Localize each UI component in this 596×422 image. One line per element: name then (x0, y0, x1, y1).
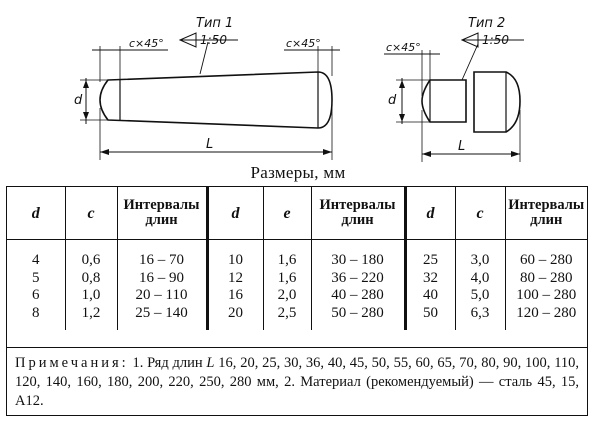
table-cell: 25 – 140 (117, 304, 209, 330)
type2-dim-L-label: L (458, 139, 465, 154)
table-cell: 20 (207, 304, 264, 330)
table-cell: 16 (207, 287, 264, 305)
table-cell: 0,6 (65, 239, 118, 270)
table-cell: 5,0 (455, 287, 506, 305)
table-row: 6 1,0 20 – 110 16 2,0 40 – 280 40 5,0 10… (7, 287, 587, 305)
table-cell: 5 (7, 269, 66, 287)
type2-pin-left-part (421, 79, 467, 123)
table-cell: 100 – 280 (516, 287, 577, 304)
type2-label: Тип 2 (468, 16, 505, 31)
column-header: Интервалы длин (117, 187, 209, 240)
table-cell: 20 – 110 (117, 287, 209, 305)
table-cell: 3,0 (455, 239, 506, 270)
notes-section: Примечания: 1. Ряд длин L 16, 20, 25, 30… (7, 347, 587, 415)
type1-taper-label: 1:50 (200, 33, 227, 47)
table-row: 4 0,6 16 – 70 10 1,6 30 – 180 25 3,0 60 … (7, 239, 587, 270)
table-cell: 1,0 (65, 287, 118, 305)
table-cell: 50 (405, 304, 456, 330)
column-header: d (7, 187, 66, 240)
table-cell: 50 – 280 (311, 304, 407, 330)
table-cell: 2,5 (263, 304, 312, 330)
table-row: 8 1,2 25 – 140 20 2,5 50 – 280 50 6,3 12… (7, 304, 587, 330)
table-cell: 40 (405, 287, 456, 305)
table-cell: 40 – 280 (311, 287, 407, 305)
notes-item1-values: 16, 20, 25, 30, 36, 40, 45, 50, 55, 60, … (15, 355, 580, 390)
table-cell: 2,0 (263, 287, 312, 305)
table-cell: 60 – 280 (520, 252, 573, 269)
type2-dim-d-label: d (388, 93, 397, 108)
table-cell: 1,6 (263, 239, 312, 270)
table-cell: 1,2 (65, 304, 118, 330)
type2-taper-label: 1:50 (482, 33, 509, 47)
column-header: e (263, 187, 312, 240)
table-cell: 6 (7, 287, 66, 305)
table-cell: 12 (207, 269, 264, 287)
notes-item1-symbol: L (206, 355, 215, 371)
table-cell: 25 (405, 239, 456, 270)
table-cell: 120 – 280 (516, 304, 577, 321)
type1-dim-L-label: L (206, 137, 213, 152)
table-cell: 0,8 (65, 269, 118, 287)
column-header: d (405, 187, 456, 240)
table-header-row: d c Интервалы длин d e Интервалы длин d … (7, 187, 587, 240)
notes-item2: 2. Материал (рекомендуемый) — сталь 45, … (15, 374, 580, 409)
table-cell: 4 (7, 239, 66, 270)
table-cell: 80 – 280 (520, 269, 573, 286)
type1-label: Тип 1 (196, 16, 233, 31)
table-cell: 1,6 (263, 269, 312, 287)
table-cell: 16 – 70 (117, 239, 209, 270)
column-header: Интервалы длин (311, 187, 407, 240)
type1-chamfer-left-label: c×45° (129, 37, 164, 50)
type1-dim-d-label: d (74, 93, 83, 108)
type2-pin-right-part (473, 71, 521, 133)
notes-heading: Примечания: (15, 355, 129, 371)
dimensions-table-frame: d c Интервалы длин d e Интервалы длин d … (6, 186, 588, 416)
table-caption: Размеры, мм (250, 163, 346, 182)
column-header: d (207, 187, 264, 240)
table-cell: 8 (7, 304, 66, 330)
column-header: c (65, 187, 118, 240)
column-header: Интервалы длин (505, 187, 587, 240)
table-row: 5 0,8 16 – 90 12 1,6 36 – 220 32 4,0 80 … (7, 269, 587, 287)
table-cell: 36 – 220 (311, 269, 407, 287)
pin-drawing: Тип 1 1:50 c×45° c×45° d L Тип 2 1:50 c×… (74, 16, 524, 162)
notes-item1-prefix: 1. Ряд длин (132, 355, 203, 371)
table-cell: 16 – 90 (117, 269, 209, 287)
type1-pin-outline (99, 71, 333, 129)
table-cell: 10 (207, 239, 264, 270)
table-cell: 30 – 180 (311, 239, 407, 270)
column-header: c (455, 187, 506, 240)
type1-chamfer-right-label: c×45° (286, 37, 321, 50)
type2-chamfer-label: c×45° (386, 41, 421, 54)
table-cell: 4,0 (455, 269, 506, 287)
table-cell: 32 (405, 269, 456, 287)
dimensions-table: d c Интервалы длин d e Интервалы длин d … (7, 187, 587, 330)
table-cell: 6,3 (455, 304, 506, 330)
